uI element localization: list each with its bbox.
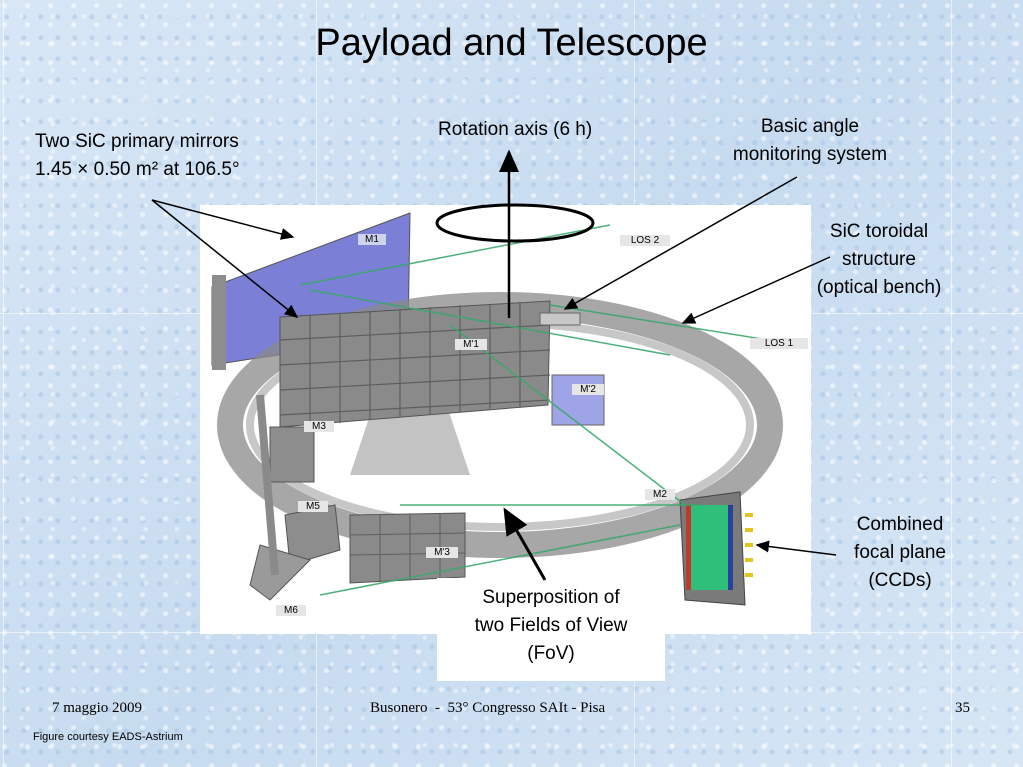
fov-line2: two Fields of View xyxy=(474,615,628,636)
tag-los2: LOS 2 xyxy=(620,235,670,246)
mirror-m2-prime xyxy=(551,374,605,426)
focal-line3: (CCDs) xyxy=(868,570,932,591)
focal-line1: Combined xyxy=(856,514,944,535)
arrow-to-toroidal xyxy=(681,256,831,324)
tag-m2: M2 xyxy=(645,489,675,500)
mirror-m1-prime xyxy=(279,300,551,428)
tag-m5: M5 xyxy=(298,501,328,512)
tag-los1: LOS 1 xyxy=(750,338,808,349)
label-basic-angle: Basic angle monitoring system xyxy=(710,113,910,169)
mirror-m6 xyxy=(249,544,311,601)
arrow-to-basic-angle xyxy=(563,176,798,310)
footer-date: 7 maggio 2009 xyxy=(52,700,142,716)
figure-credit: Figure courtesy EADS-Astrium xyxy=(33,731,183,743)
telescope-figure: M1 M'1 M'2 M2 M3 M'3 M5 M6 LOS 2 LOS 1 xyxy=(200,205,811,634)
toroidal-line3: (optical bench) xyxy=(816,277,942,298)
fov-label-box xyxy=(437,578,665,681)
arrow-to-m1-prime xyxy=(151,199,299,318)
label-toroidal-structure: SiC toroidal structure (optical bench) xyxy=(795,218,963,302)
arrow-to-focal-plane xyxy=(755,540,837,556)
ccd-focal-plane xyxy=(679,491,753,606)
label-fov: Superposition of two Fields of View (FoV… xyxy=(437,584,665,668)
rotation-ellipse xyxy=(435,203,595,243)
fov-line3: (FoV) xyxy=(527,643,575,664)
tag-m3: M3 xyxy=(304,421,334,432)
focal-line2: focal plane xyxy=(854,542,946,563)
tag-m6: M6 xyxy=(276,605,306,616)
label-rotation-axis: Rotation axis (6 h) xyxy=(438,119,593,140)
footer-event: Busonero - 53° Congresso SAIt - Pisa xyxy=(370,700,606,716)
basic-angle-line1: Basic angle xyxy=(760,116,860,137)
label-primary-mirrors: Two SiC primary mirrors 1.45 × 0.50 m² a… xyxy=(35,128,240,184)
footer-page-number: 35 xyxy=(955,700,970,716)
arrow-to-m1 xyxy=(151,199,295,240)
tag-m3-prime: M'3 xyxy=(426,547,458,558)
fov-line1: Superposition of xyxy=(482,587,620,608)
arrow-to-fov xyxy=(503,507,547,581)
tag-m2-prime: M'2 xyxy=(572,384,604,395)
mirror-m3-prime xyxy=(349,512,466,584)
tag-m1: M1 xyxy=(358,234,386,245)
slide-title: Payload and Telescope xyxy=(315,22,708,64)
mirror-m3 xyxy=(269,426,315,483)
tag-m1-prime: M'1 xyxy=(455,339,487,350)
payload-diagram xyxy=(211,212,801,606)
primary-mirrors-line2: 1.45 × 0.50 m² at 106.5° xyxy=(35,159,240,180)
basic-angle-box xyxy=(539,312,581,326)
toroidal-line2: structure xyxy=(842,249,916,270)
toroidal-line1: SiC toroidal xyxy=(829,221,929,242)
primary-mirrors-line1: Two SiC primary mirrors xyxy=(35,131,239,152)
basic-angle-line2: monitoring system xyxy=(732,144,888,165)
label-focal-plane: Combined focal plane (CCDs) xyxy=(835,511,965,595)
light-beams xyxy=(299,224,801,596)
